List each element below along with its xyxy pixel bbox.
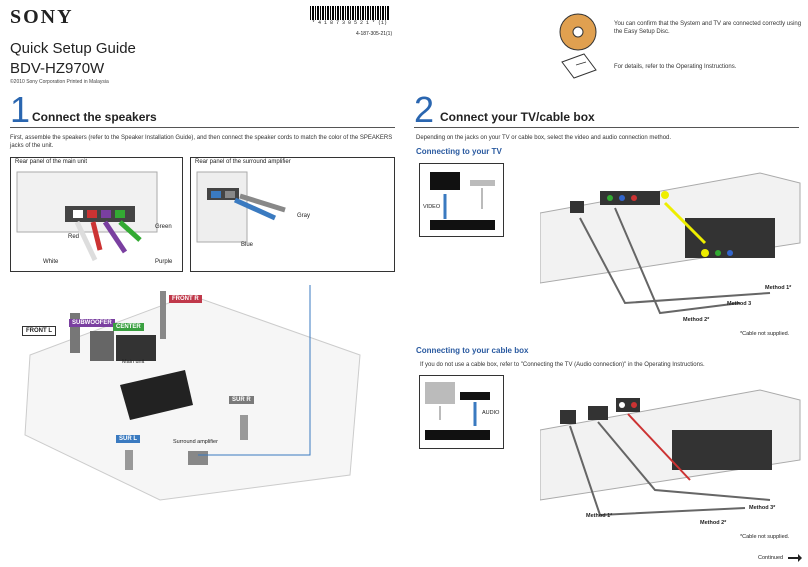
surround-panel-title: Rear panel of the surround amplifier [195, 159, 291, 165]
setup-disc-icon [559, 13, 597, 79]
surround-amp-label: Surround amplifier [173, 439, 218, 445]
tv-signal-label: VIDEO [423, 204, 441, 210]
cable-signal-panel: AUDIO [419, 375, 504, 449]
speaker-tag-front-r: FRONT R [169, 295, 202, 303]
model-name: BDV-HZ970W [10, 60, 105, 77]
step1-title: Connect the speakers [32, 110, 157, 124]
barcode [310, 6, 390, 20]
copyright: ©2010 Sony Corporation Printed in Malays… [10, 79, 109, 85]
arrow-right-icon [788, 554, 802, 562]
cable-method-2: Method 2* [700, 520, 727, 526]
guide-title: Quick Setup Guide [10, 40, 136, 57]
color-label-white: White [43, 259, 59, 265]
speaker-tag-sur-l: SUR L [116, 435, 140, 443]
main-panel-title: Rear panel of the main unit [15, 159, 88, 165]
step2-divider [414, 127, 799, 128]
main-unit-label: Main unit [122, 359, 145, 365]
cable-method-1: Method 1* [586, 513, 613, 519]
continued-label: Continued [758, 555, 784, 561]
tv-connection-illustration [540, 172, 801, 315]
cable-heading: Connecting to your cable box [416, 346, 529, 355]
tv-method-2: Method 2* [683, 317, 710, 323]
tv-method-3: Method 3 [727, 301, 752, 307]
speaker-tag-subwoofer: SUBWOOFER [69, 319, 115, 327]
step1-number: 1 [10, 89, 31, 130]
color-label-gray: Gray [297, 213, 311, 219]
cable-cable-note: *Cable not supplied. [740, 534, 790, 540]
tv-signal-panel: VIDEO [419, 163, 504, 237]
tv-signal-illustration [430, 172, 495, 230]
speaker-tag-center: CENTER [113, 323, 144, 331]
main-unit-panel: Rear panel of the main unit Green Red Wh… [10, 157, 183, 272]
cable-connection-illustration [540, 389, 801, 517]
part-number: 4-187-305-21(1) [356, 31, 393, 37]
color-label-red: Red [68, 234, 80, 240]
step2-number: 2 [414, 89, 435, 130]
speaker-tag-front-l: FRONT L [22, 326, 56, 336]
details-note: For details, refer to the Operating Inst… [614, 64, 737, 70]
step2-title: Connect your TV/cable box [440, 110, 595, 124]
main-unit-jacks-illustration [16, 171, 158, 262]
cable-signal-illustration [425, 382, 490, 440]
step1-instruction: First, assemble the speakers (refer to t… [10, 135, 393, 149]
barcode-number: * 4 1 8 7 3 0 5 2 1 * (1) [312, 20, 388, 26]
color-label-purple: Purple [155, 259, 173, 265]
cable-method-3: Method 3* [749, 505, 776, 511]
cable-signal-label: AUDIO [482, 410, 500, 416]
step1-divider [10, 127, 395, 128]
tv-cable-note: *Cable not supplied. [740, 331, 790, 337]
surround-jacks-illustration [196, 171, 286, 243]
step2-instruction: Depending on the jacks on your TV or cab… [416, 135, 672, 141]
tv-heading: Connecting to your TV [416, 147, 502, 156]
tv-method-1: Method 1* [765, 285, 792, 291]
surround-amp-panel: Rear panel of the surround amplifier Gra… [190, 157, 395, 272]
cable-instruction: If you do not use a cable box, refer to … [420, 362, 705, 368]
color-label-blue: Blue [241, 242, 254, 248]
room-layout-illustration [24, 285, 361, 501]
color-label-green: Green [155, 224, 172, 230]
disc-note: You can confirm that the System and TV a… [614, 21, 802, 35]
speaker-tag-sur-r: SUR R [229, 396, 254, 404]
brand-logo: SONY [10, 6, 74, 28]
